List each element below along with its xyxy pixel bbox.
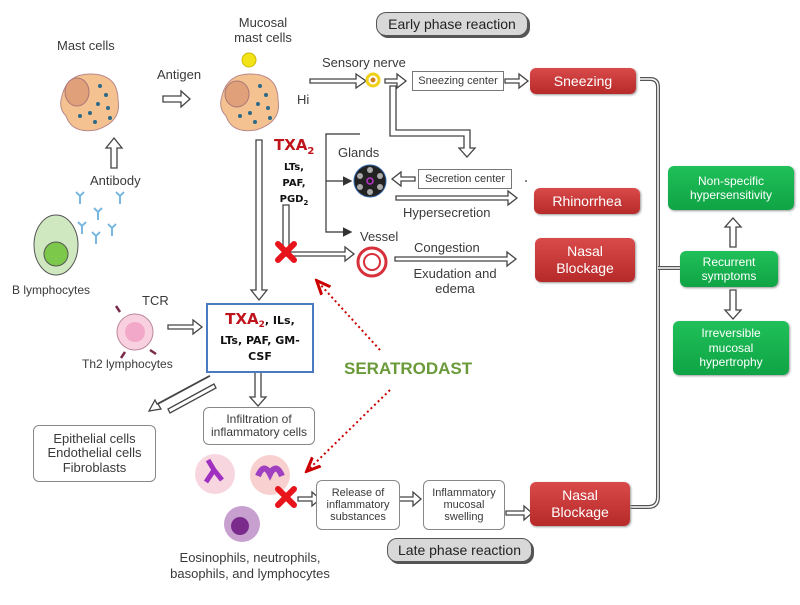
mast-cells-line: mast cells <box>234 30 292 45</box>
release-line-3: substances <box>330 511 386 524</box>
arrow-antigen <box>162 89 191 109</box>
box-ils: , ILs, <box>264 313 295 327</box>
basophil-icon <box>224 506 260 542</box>
exudation-label: Exudation and edema <box>400 266 510 296</box>
fibroblasts: Fibroblasts <box>62 459 127 475</box>
vessel-icon <box>356 246 388 278</box>
recurrent-line-2: symptoms <box>701 269 757 283</box>
irreversible-line-3: hypertrophy <box>699 355 763 370</box>
nasal-blockage-late-box: Nasal Blockage <box>530 482 630 526</box>
box-txa2: TXA <box>225 309 259 328</box>
mast-cells-label: Mast cells <box>57 38 115 53</box>
box-line-2: LTs, PAF, GM- <box>220 334 300 348</box>
granulocytes-line-1: Eosinophils, neutrophils, <box>179 550 321 565</box>
pgd2-label: PGD2 <box>279 194 309 207</box>
th2-lymphocyte-icon <box>114 305 157 359</box>
nonspecific-hypersensitivity-box: Non-specific hypersensitivity <box>668 166 794 210</box>
nonspecific-line-2: hypersensitivity <box>689 188 773 202</box>
nerve-ending-icon <box>365 72 381 88</box>
sneezing-box: Sneezing <box>530 68 636 94</box>
irreversible-line-2: mucosal <box>708 340 754 355</box>
inhibition-x-early <box>275 241 297 263</box>
lts-label: LTs, <box>284 162 304 173</box>
infiltration-line-2: inflammatory cells <box>210 425 308 439</box>
seratrodast-label: SERATRODAST <box>344 359 473 378</box>
nasal-blockage-early-box: Nasal Blockage <box>535 238 635 282</box>
rhinorrhea-box: Rhinorrhea <box>534 188 640 214</box>
swelling-line-2: mucosal <box>443 498 485 511</box>
glands-label: Glands <box>338 145 380 160</box>
antibody-label: Antibody <box>90 173 141 188</box>
inhibition-x-late <box>275 486 297 508</box>
congestion-label: Congestion <box>414 240 480 255</box>
neutrophil-icon <box>250 455 290 495</box>
epithelial-cells: Epithelial cells <box>53 431 136 447</box>
blockage-line: Blockage <box>556 260 614 276</box>
early-phase-label: Early phase reaction <box>376 12 528 36</box>
th2-lymphocytes-label: Th2 lymphocytes <box>82 357 173 371</box>
sneezing-center-box: Sneezing center <box>412 71 504 91</box>
mediator-box: TXA2, ILs, LTs, PAF, GM- CSF <box>206 303 314 373</box>
swelling-line-3: swelling <box>444 511 484 524</box>
release-box: Release of inflammatory substances <box>316 480 400 530</box>
eosinophil-icon <box>195 454 235 494</box>
secretion-center-box: Secretion center <box>418 169 512 189</box>
irreversible-line-1: Irreversible <box>701 326 761 341</box>
mucosal-mast-cell-icon <box>220 52 280 132</box>
irreversible-hypertrophy-box: Irreversible mucosal hypertrophy <box>673 321 789 375</box>
granulocytes-line-2: basophils, and lymphocytes <box>170 566 330 581</box>
blockage-line: Blockage <box>551 504 609 520</box>
arrow-to-nerve <box>309 72 368 90</box>
nonspecific-line-1: Non-specific <box>697 173 765 188</box>
exudation-line-2: edema <box>435 281 475 296</box>
early-mediators: TXA2 LTs, PAF, PGD2 <box>274 137 314 211</box>
mucosal-mast-cells-label: Mucosal mast cells <box>228 15 298 45</box>
infiltration-box: Infiltration of inflammatory cells <box>203 407 315 445</box>
release-line-1: Release of <box>331 486 385 499</box>
arrow-antibody <box>104 136 124 169</box>
release-line-2: inflammatory <box>326 498 390 511</box>
structural-cells-box: Epithelial cells Endothelial cells Fibro… <box>33 425 156 482</box>
histamine-label: Hi <box>297 92 310 107</box>
mast-cell-icon <box>60 73 120 132</box>
infiltration-line-1: Infiltration of <box>226 411 292 426</box>
b-lymphocyte-icon <box>33 214 79 276</box>
late-phase-label: Late phase reaction <box>387 538 532 562</box>
txa2-label: TXA2 <box>274 136 315 157</box>
inhibition-line-late <box>308 389 391 470</box>
recurrent-symptoms-box: Recurrent symptoms <box>680 251 778 287</box>
antibody-icons <box>75 191 125 244</box>
inhibition-line-early <box>318 282 381 351</box>
swelling-box: Inflammatory mucosal swelling <box>423 480 505 530</box>
swelling-line-1: Inflammatory <box>432 486 496 499</box>
tcr-label: TCR <box>142 293 169 308</box>
vessel-label: Vessel <box>360 229 399 244</box>
paf-label: PAF, <box>282 178 306 189</box>
antigen-label: Antigen <box>157 67 202 82</box>
mucosal-line: Mucosal <box>238 15 288 30</box>
recurrent-line-1: Recurrent <box>702 254 756 269</box>
sensory-nerve-label: Sensory nerve <box>322 55 406 70</box>
hypersecretion-label: Hypersecretion <box>403 205 491 220</box>
b-lymphocytes-label: B lymphocytes <box>12 283 91 297</box>
granulocytes-label: Eosinophils, neutrophils, basophils, and… <box>160 550 340 582</box>
nasal-line: Nasal <box>567 243 603 260</box>
gland-icon <box>353 164 387 198</box>
nasal-line: Nasal <box>562 487 598 504</box>
exudation-line-1: Exudation and <box>413 266 497 281</box>
box-line-3: CSF <box>248 350 272 364</box>
endothelial-cells: Endothelial cells <box>47 445 142 461</box>
